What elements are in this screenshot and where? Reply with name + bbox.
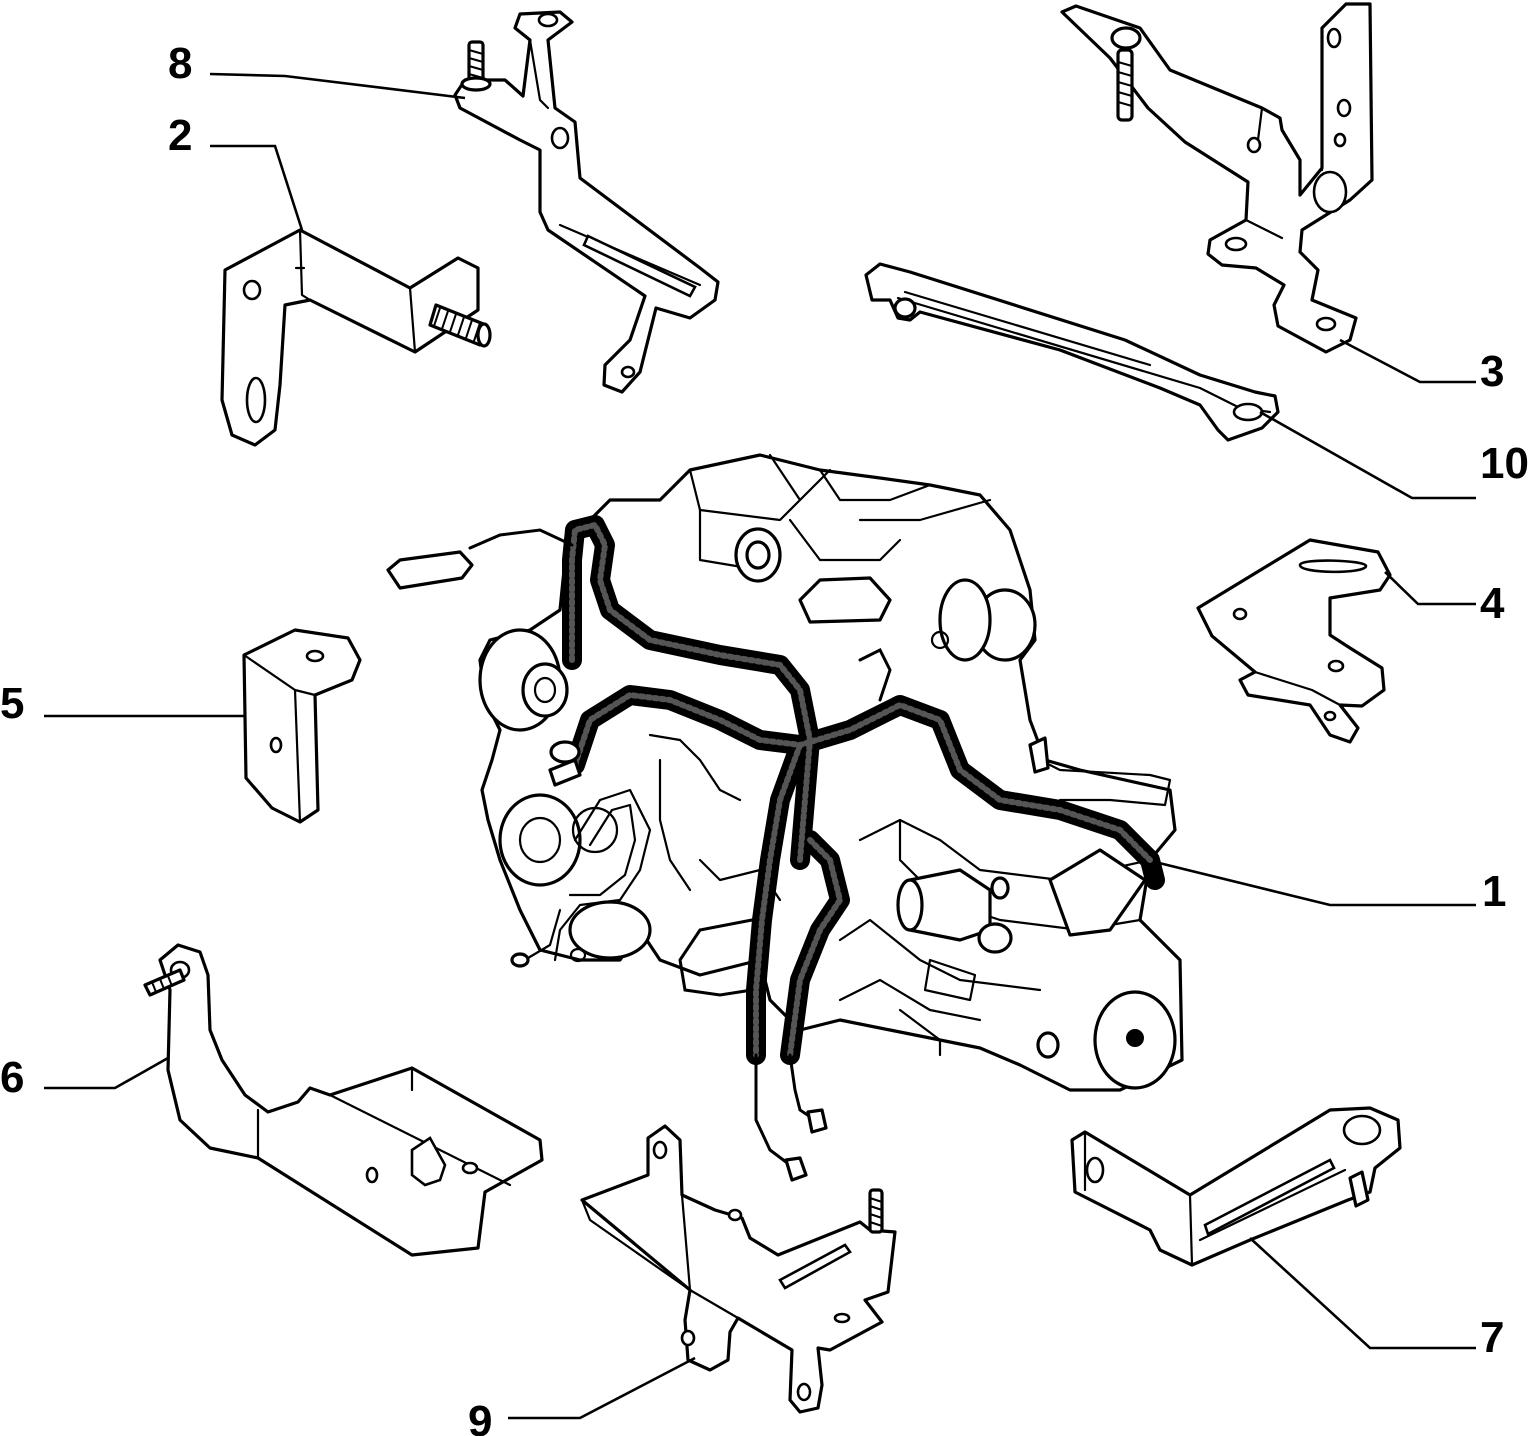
part-9-bracket [580, 1124, 897, 1414]
part-5-bracket [242, 628, 362, 824]
callout-4: 4 [1480, 579, 1505, 628]
leader-3 [1339, 338, 1476, 384]
part-2-bracket [220, 228, 492, 447]
leader-10 [1259, 410, 1476, 500]
callout-3: 3 [1480, 347, 1504, 396]
stud-icon [1110, 26, 1142, 122]
callout-2: 2 [168, 111, 192, 160]
leader-7 [1249, 1237, 1476, 1350]
leader-1 [1154, 860, 1476, 907]
stud-icon [1348, 1170, 1370, 1208]
leader-6 [44, 1056, 169, 1090]
leader-4 [1384, 571, 1476, 606]
leader-2 [210, 144, 304, 231]
part-10-arm [864, 262, 1280, 442]
part-1-engine-assembly [386, 453, 1184, 1182]
part-7-bracket [1070, 1106, 1402, 1267]
callout-10: 10 [1480, 439, 1529, 488]
callouts: 8 2 3 10 4 5 1 6 7 9 [0, 39, 1529, 1436]
callout-8: 8 [168, 39, 192, 88]
stud-icon [143, 968, 186, 997]
leader-9 [508, 1356, 696, 1420]
part-4-bracket [1196, 538, 1392, 744]
callout-5: 5 [0, 679, 24, 728]
callout-1: 1 [1482, 867, 1506, 916]
part-8-bracket [453, 10, 720, 394]
part-3-bracket [1060, 2, 1374, 354]
callout-6: 6 [0, 1053, 24, 1102]
part-6-bracket [143, 943, 544, 1257]
stud-icon [868, 1188, 884, 1234]
leader-lines [44, 72, 1476, 1420]
stud-icon [460, 40, 492, 92]
wiring-harness [386, 515, 1165, 1182]
leader-8 [209, 72, 466, 100]
threaded-stud-icon [428, 303, 492, 348]
callout-9: 9 [468, 1397, 492, 1436]
callout-7: 7 [1480, 1313, 1504, 1362]
